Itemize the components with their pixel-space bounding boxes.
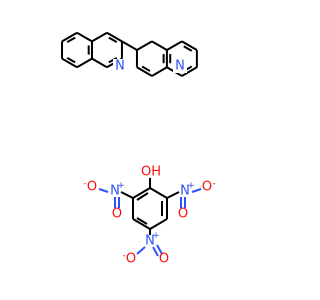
bond bbox=[151, 40, 168, 51]
charge-label: - bbox=[83, 179, 86, 189]
bond bbox=[121, 40, 138, 51]
bond bbox=[76, 57, 93, 69]
bond bbox=[76, 31, 93, 43]
bond bbox=[136, 246, 146, 255]
bond bbox=[156, 244, 163, 255]
atom-labels: OH O - N + O N + O - O N + O - O bbox=[83, 165, 215, 267]
biquinoline-labels: N N bbox=[113, 59, 187, 74]
oxygen-label: O bbox=[159, 252, 169, 267]
hydroxyl-label: OH bbox=[141, 165, 161, 180]
bond bbox=[66, 36, 76, 44]
bond bbox=[61, 57, 78, 69]
nitrogen-label: N bbox=[180, 184, 190, 199]
bond bbox=[183, 45, 193, 52]
bond bbox=[132, 187, 151, 199]
nitrogen-label: N bbox=[110, 184, 120, 199]
label-bg bbox=[173, 59, 187, 73]
bond bbox=[136, 66, 153, 77]
bond bbox=[108, 56, 118, 64]
bond bbox=[91, 57, 108, 69]
bond bbox=[132, 218, 151, 230]
molecular-structure-diagram: OH O - N + O N + O - O N + O - O N N bbox=[0, 0, 300, 267]
mask bbox=[0, 0, 300, 125]
bond bbox=[108, 36, 118, 44]
structure-canvas: OH O - N + O N + O - O N + O - O N N bbox=[0, 0, 300, 267]
oxygen-label: O bbox=[87, 180, 97, 195]
bond bbox=[98, 188, 109, 193]
nitrogen-label: N bbox=[115, 59, 125, 74]
bond bbox=[120, 191, 134, 199]
charge-label: + bbox=[117, 181, 125, 191]
bond bbox=[149, 218, 168, 230]
charge-label: - bbox=[122, 251, 125, 261]
bond bbox=[181, 40, 198, 51]
bond bbox=[136, 40, 153, 51]
nitrogen-label: N bbox=[175, 59, 185, 74]
bond bbox=[141, 65, 151, 72]
bond bbox=[61, 31, 78, 43]
bond bbox=[151, 66, 168, 77]
bond bbox=[91, 31, 108, 43]
nitrogen-label: N bbox=[145, 234, 155, 249]
bond bbox=[149, 187, 168, 199]
bond bbox=[166, 191, 180, 199]
bond bbox=[136, 192, 149, 201]
oxygen-label: O bbox=[178, 207, 188, 222]
oxygen-label: O bbox=[112, 207, 122, 222]
bond bbox=[152, 246, 159, 257]
charge-label: + bbox=[152, 231, 160, 241]
picric-acid-molecule bbox=[98, 178, 202, 257]
oxygen-label: O bbox=[202, 180, 212, 195]
bond bbox=[66, 56, 76, 64]
charge-label: + bbox=[187, 181, 195, 191]
bond bbox=[181, 66, 198, 77]
charge-label: - bbox=[212, 179, 215, 189]
label-bg bbox=[113, 59, 127, 73]
bond bbox=[191, 188, 202, 193]
bond bbox=[106, 31, 123, 43]
bond bbox=[136, 217, 148, 225]
oxygen-label: O bbox=[126, 252, 136, 267]
bond bbox=[166, 40, 183, 51]
